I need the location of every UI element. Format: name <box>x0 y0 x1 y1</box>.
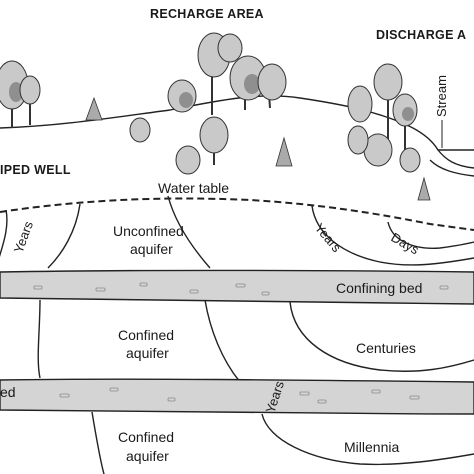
unconfined-label-line1: Unconfined <box>113 223 184 239</box>
flow-line <box>0 209 8 258</box>
flow-line <box>261 413 474 466</box>
discharge-area-title: DISCHARGE A <box>376 28 466 42</box>
pumped-well-title: IPED WELL <box>0 163 71 177</box>
flow-line <box>204 299 241 383</box>
confining-bed-left-label: ed <box>0 384 16 400</box>
centuries-label: Centuries <box>356 340 416 356</box>
years-label-left: Years <box>11 219 36 255</box>
flow-line <box>37 299 41 379</box>
flow-line <box>387 221 474 249</box>
flow-line <box>91 411 105 474</box>
confining-bed-label: Confining bed <box>336 280 422 296</box>
days-label: Days <box>389 230 423 258</box>
stream-channel <box>437 149 474 169</box>
flow-line <box>47 203 81 269</box>
bed-pebbles-upper <box>33 282 449 296</box>
tree-cluster-center <box>129 32 293 175</box>
tree-cluster-left <box>0 60 103 128</box>
confined-aquifer-1-line1: Confined <box>118 327 174 343</box>
tree-cluster-right <box>347 63 431 201</box>
water-table-line <box>0 197 474 231</box>
flow-line <box>167 195 211 269</box>
unconfined-label-line2: aquifer <box>130 241 173 257</box>
stream-label: Stream <box>434 75 449 117</box>
millennia-label: Millennia <box>344 439 399 455</box>
confining-bed-lower <box>0 378 474 415</box>
confined-aquifer-1-line2: aquifer <box>126 345 169 361</box>
stream-bank <box>429 159 474 177</box>
bed-pebbles-lower <box>59 387 420 404</box>
confined-aquifer-2-line1: Confined <box>118 429 174 445</box>
confined-aquifer-2-line2: aquifer <box>126 448 169 464</box>
water-table-label: Water table <box>158 180 229 196</box>
recharge-area-title: RECHARGE AREA <box>150 7 264 21</box>
flow-line <box>311 205 474 266</box>
years-label-right: Years <box>312 220 345 255</box>
flow-line <box>289 301 474 372</box>
